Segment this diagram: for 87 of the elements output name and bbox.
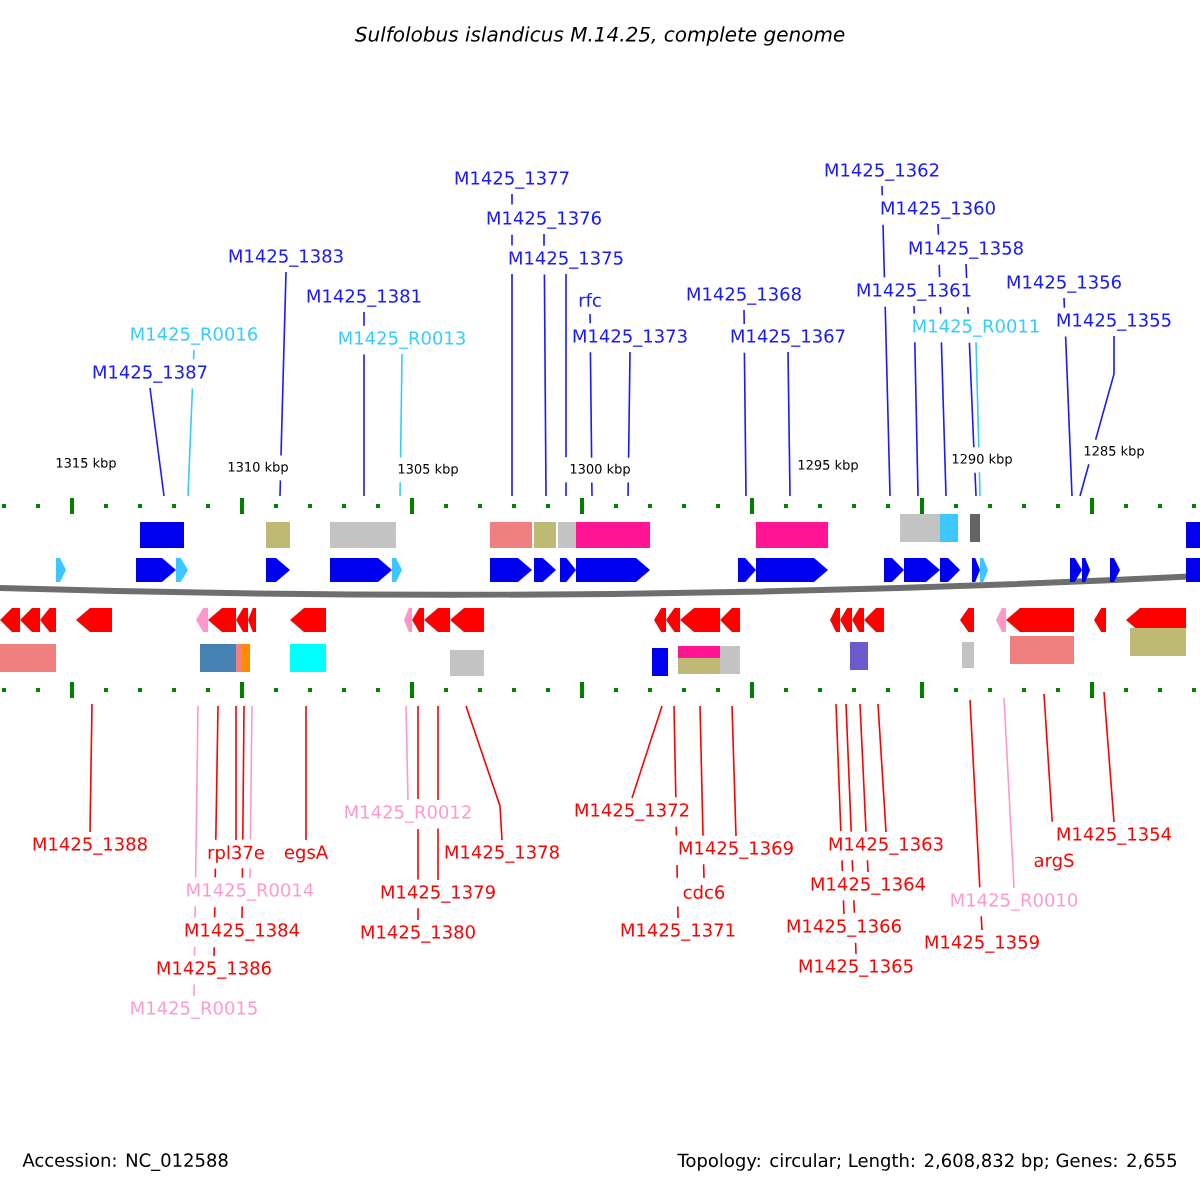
leader-line xyxy=(1103,691,1115,823)
gene-label: M1425_1366 xyxy=(787,919,901,937)
leader-line xyxy=(399,353,403,497)
gene-label: M1425_R0010 xyxy=(951,893,1078,911)
leader-line xyxy=(1003,697,1015,889)
leader-line xyxy=(305,705,307,841)
gene-label: M1425_R0015 xyxy=(131,1001,257,1019)
gene-label: rpl37e xyxy=(208,845,264,863)
leader-line xyxy=(969,699,983,931)
gene-label: M1425_1371 xyxy=(621,923,735,941)
gene-label: M1425_R0016 xyxy=(131,327,258,345)
leader-line xyxy=(699,705,705,879)
leader-line xyxy=(913,305,919,497)
leader-line xyxy=(673,705,679,919)
leader-line xyxy=(565,273,567,497)
leader-line xyxy=(1079,335,1115,497)
leader-line xyxy=(787,351,791,497)
gene-label: M1425_1361 xyxy=(857,283,971,301)
leader-line xyxy=(405,705,409,801)
gene-label: M1425_1387 xyxy=(93,365,207,383)
leader-line xyxy=(279,271,287,497)
leader-line xyxy=(213,705,219,957)
footer-text: Topology: circular; Length: 2,608,832 bp; Genes: 2,655 xyxy=(677,1153,1177,1171)
gene-label: M1425_1367 xyxy=(731,329,845,347)
leader-line xyxy=(1043,693,1053,823)
gene-label: M1425_1363 xyxy=(829,837,943,855)
leader-line xyxy=(845,703,857,955)
leader-line xyxy=(937,223,947,497)
gene-label: M1425_1365 xyxy=(799,959,913,977)
leader-line xyxy=(859,703,869,873)
leader-line xyxy=(835,703,845,915)
map-title: Sulfolobus islandicus M.14.25, complete genome xyxy=(354,26,845,46)
gene-label: M1425_1358 xyxy=(909,241,1023,259)
gene-label: M1425_1378 xyxy=(445,845,559,863)
gene-label: M1425_1372 xyxy=(575,803,689,821)
gene-label: M1425_1388 xyxy=(33,837,147,855)
gene-label: M1425_1381 xyxy=(307,289,421,307)
leader-line xyxy=(465,705,503,841)
gene-label: M1425_1386 xyxy=(157,961,271,979)
leader-line xyxy=(363,311,365,497)
gene-label: M1425_R0014 xyxy=(187,883,314,901)
leader-line xyxy=(241,705,245,919)
gene-label: M1425_1384 xyxy=(185,923,300,941)
gene-label: M1425_R0012 xyxy=(345,805,471,823)
gene-label: M1425_1354 xyxy=(1057,827,1172,845)
gene-label: M1425_1364 xyxy=(811,877,926,895)
gene-label: M1425_1376 xyxy=(487,211,601,229)
leader-line xyxy=(89,703,93,833)
leader-line xyxy=(627,351,631,497)
gene-label: M1425_1356 xyxy=(1007,275,1121,293)
leader-line xyxy=(249,705,253,879)
gene-label: cdc6 xyxy=(683,885,725,899)
leader-line xyxy=(193,705,199,997)
leader-line xyxy=(877,703,887,833)
gene-label: egsA xyxy=(284,845,328,863)
gene-label: M1425_1380 xyxy=(361,925,475,943)
leader-line xyxy=(543,233,547,497)
leader-line xyxy=(743,309,747,497)
gene-label: M1425_R0011 xyxy=(913,319,1039,337)
gene-label: M1425_1368 xyxy=(687,287,801,305)
leader-line xyxy=(149,387,165,497)
gene-label: M1425_1362 xyxy=(825,163,939,181)
leader-line xyxy=(235,705,237,841)
gene-label: M1425_1373 xyxy=(573,329,687,347)
leader-line xyxy=(417,705,419,921)
gene-label: M1425_1383 xyxy=(229,249,343,267)
gene-label: M1425_1355 xyxy=(1057,313,1171,331)
gene-label: M1425_1379 xyxy=(381,885,495,903)
leader-line xyxy=(187,349,195,497)
gene-label: M1425_1375 xyxy=(509,251,623,269)
gene-label: M1425_1359 xyxy=(925,935,1039,953)
leader-line xyxy=(975,341,981,497)
gene-label: M1425_1360 xyxy=(881,201,995,219)
leader-line xyxy=(881,185,891,497)
gene-label: M1425_1377 xyxy=(455,171,569,189)
footer-text: Accession: NC_012588 xyxy=(22,1153,228,1171)
leader-line xyxy=(731,705,737,837)
leader-line xyxy=(1063,297,1073,497)
gene-label: rfc xyxy=(579,293,601,307)
leader-line xyxy=(511,193,513,497)
gene-label: M1425_1369 xyxy=(679,841,793,859)
leader-line xyxy=(631,705,663,799)
gene-label: argS xyxy=(1034,853,1074,871)
leader-line xyxy=(965,263,977,497)
gene-label: M1425_R0013 xyxy=(339,331,465,349)
leader-line xyxy=(589,313,593,497)
leader-line xyxy=(437,705,439,881)
